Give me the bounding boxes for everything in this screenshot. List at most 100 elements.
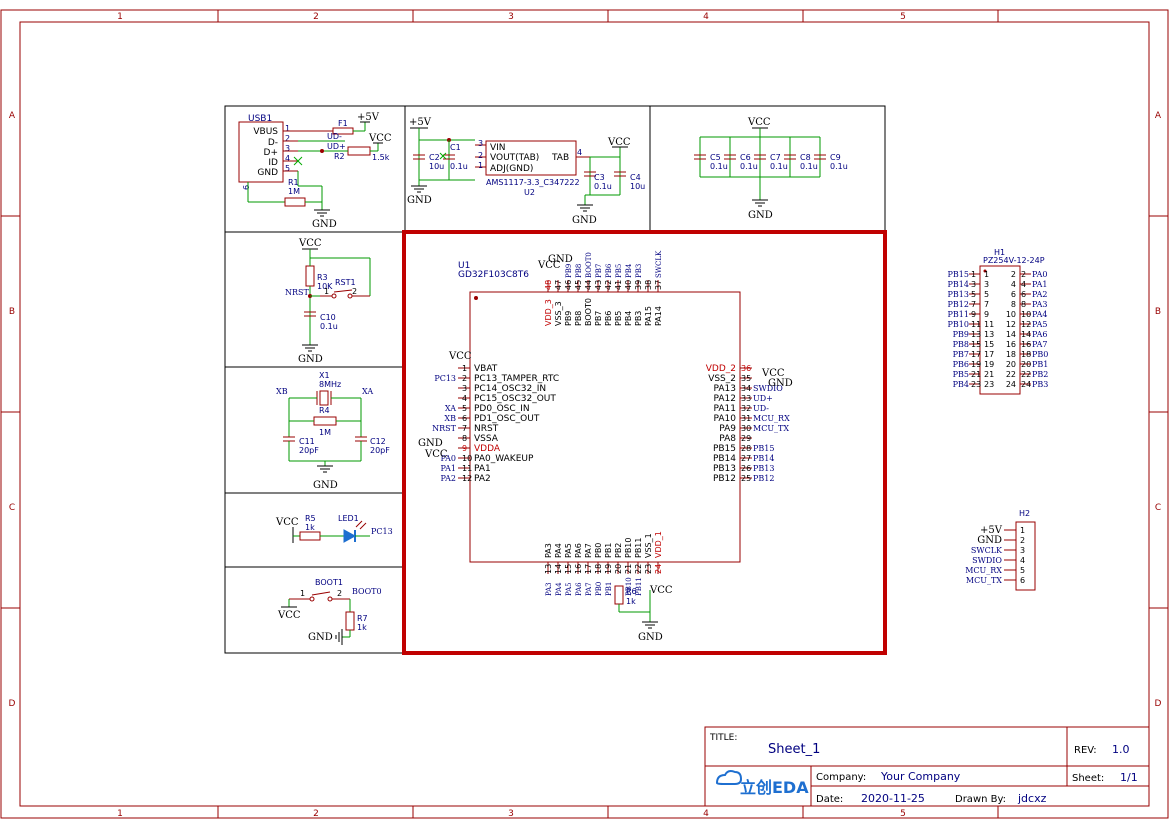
resistor-r1 xyxy=(284,197,306,207)
h2-ref: H2 xyxy=(1019,509,1030,518)
grid-col-label: 4 xyxy=(703,809,709,819)
power-label-5v: +5V xyxy=(357,112,380,123)
usb-section: USB1 VBUS D- D+ ID GND 1 2 3 4 5 6 F1 +5… xyxy=(238,112,392,230)
power-label-vcc: VCC xyxy=(424,449,448,460)
net-label-udm: UD- xyxy=(327,132,342,141)
h1-net-label: PB1 xyxy=(1032,360,1048,369)
mcu-pin-number: 27 xyxy=(741,454,751,463)
h1-net-label: PB14 xyxy=(948,280,969,289)
mcu-pin-number: 19 xyxy=(604,564,613,574)
power-label-vcc: VCC xyxy=(298,238,322,249)
c4-ref: C4 xyxy=(630,173,641,182)
mcu-net-label: PA0 xyxy=(440,454,456,463)
grid-row-label: B xyxy=(1155,307,1161,317)
logo-text: 立创EDA xyxy=(740,778,809,797)
crystal-x1 xyxy=(319,390,329,406)
mcu-pin-name: PB6 xyxy=(604,311,613,326)
grid-row-label: D xyxy=(9,699,16,709)
mcu-pin-name: PB13 xyxy=(713,464,736,474)
c2-value: 10u xyxy=(429,162,444,171)
grid-col-label: 2 xyxy=(313,12,319,22)
mcu-pin-number: 42 xyxy=(604,280,613,290)
c12-value: 20pF xyxy=(370,446,390,455)
h1-pin-number: 14 xyxy=(1006,330,1016,339)
net-label-udp: UD+ xyxy=(327,142,346,151)
ground-label: GND xyxy=(298,354,323,365)
mcu-net-label: PA7 xyxy=(585,582,593,596)
usb-ref: USB1 xyxy=(248,114,272,124)
power-label-vcc: VCC xyxy=(747,117,771,128)
mcu-pin-name: PA1 xyxy=(474,464,491,474)
mcu-net-label: BOOT0 xyxy=(585,252,593,278)
mcu-pin-name: VDDA xyxy=(474,444,501,454)
h1-pin-number: 19 xyxy=(984,360,994,369)
mcu-pin-number: 31 xyxy=(741,414,751,423)
usb-pin-vbus: VBUS xyxy=(253,127,278,137)
cap-value: 0.1u xyxy=(770,162,788,171)
sheet-frame: 1 2 3 4 5 1 2 3 4 5 A B C D A B C D xyxy=(0,9,1169,819)
title-label: TITLE: xyxy=(709,733,737,743)
h2-pin-number: 6 xyxy=(1020,576,1025,585)
mcu-pin-number: 34 xyxy=(741,384,751,393)
usb-pin-gnd: GND xyxy=(257,168,278,178)
mcu-net-label: PB13 xyxy=(753,464,774,473)
h1-pin-number: 7 xyxy=(971,300,976,309)
mcu-pin-name: PA7 xyxy=(584,543,593,558)
r2-value: 1.5k xyxy=(372,153,390,162)
ldo-part: AMS1117-3.3_C347222 xyxy=(486,178,580,187)
mcu-pin-name: PB10 xyxy=(624,538,633,559)
h1-net-label: PA7 xyxy=(1032,340,1048,349)
r4-value: 1M xyxy=(319,428,331,437)
c11-value: 20pF xyxy=(299,446,319,455)
mcu-pin-number: 21 xyxy=(624,564,633,574)
h1-pin-number: 24 xyxy=(1021,380,1031,389)
h1-pin-number: 17 xyxy=(984,350,994,359)
h1-pin-number: 11 xyxy=(971,320,981,329)
mcu-net-label: PB14 xyxy=(753,454,774,463)
mcu-pin-name: PB15 xyxy=(713,444,736,454)
mcu-pin-name: PB9 xyxy=(564,311,573,326)
h1-pin-number: 10 xyxy=(1006,310,1016,319)
r3-ref: R3 xyxy=(317,273,328,282)
mcu-body xyxy=(469,291,741,563)
pin-number: 2 xyxy=(352,287,357,296)
mcu-pin-number: 4 xyxy=(462,394,467,403)
drawn-label: Drawn By: xyxy=(955,794,1006,805)
mcu-pin-number: 39 xyxy=(634,280,643,290)
mcu-pin-number: 35 xyxy=(741,374,751,383)
boot-section: BOOT1 1 2 BOOT0 VCC R7 1k GND xyxy=(277,578,382,645)
c10-ref: C10 xyxy=(320,313,336,322)
mcu-pin-number: 47 xyxy=(554,280,563,290)
h1-pin-number: 6 xyxy=(1021,290,1026,299)
mcu-net-label: PB9 xyxy=(565,264,573,278)
date-value: 2020-11-25 xyxy=(861,792,925,805)
mcu-pin-name: PA8 xyxy=(719,434,736,444)
mcu-pin-number: 40 xyxy=(624,280,633,290)
h1-pin-number: 7 xyxy=(984,300,989,309)
c3-value: 0.1u xyxy=(594,182,612,191)
c11-ref: C11 xyxy=(299,437,315,446)
h2-pin-number: 2 xyxy=(1020,536,1025,545)
power-label-5v: +5V xyxy=(409,117,432,128)
mcu-pin-name: PA5 xyxy=(564,543,573,558)
mcu-pin-number: 46 xyxy=(564,280,573,290)
h1-part: PZ254V-12-24P xyxy=(983,256,1045,265)
h1-pin-number: 24 xyxy=(1006,380,1016,389)
net-label-nrst: NRST xyxy=(285,288,310,297)
decoupling-section: VCC C5 0.1u C6 0.1u C7 0.1u C8 0.1u C9 0… xyxy=(694,117,848,221)
led-diode xyxy=(343,529,357,543)
ground-label: GND xyxy=(548,254,573,265)
mcu-pin-number: 36 xyxy=(741,364,751,373)
mcu-pin-name: PB1 xyxy=(604,543,613,558)
mcu-pin-number: 30 xyxy=(741,424,751,433)
h1-pin-number: 16 xyxy=(1006,340,1016,349)
h1-pin-number: 1 xyxy=(971,270,976,279)
h2-net-label: GND xyxy=(977,535,1002,546)
grid-col-label: 3 xyxy=(508,12,514,22)
c12-ref: C12 xyxy=(370,437,386,446)
h1-pin-number: 5 xyxy=(984,290,989,299)
resistor-r5 xyxy=(299,531,321,541)
h1-pin-number: 16 xyxy=(1021,340,1031,349)
mcu-pin-number: 43 xyxy=(594,280,603,290)
